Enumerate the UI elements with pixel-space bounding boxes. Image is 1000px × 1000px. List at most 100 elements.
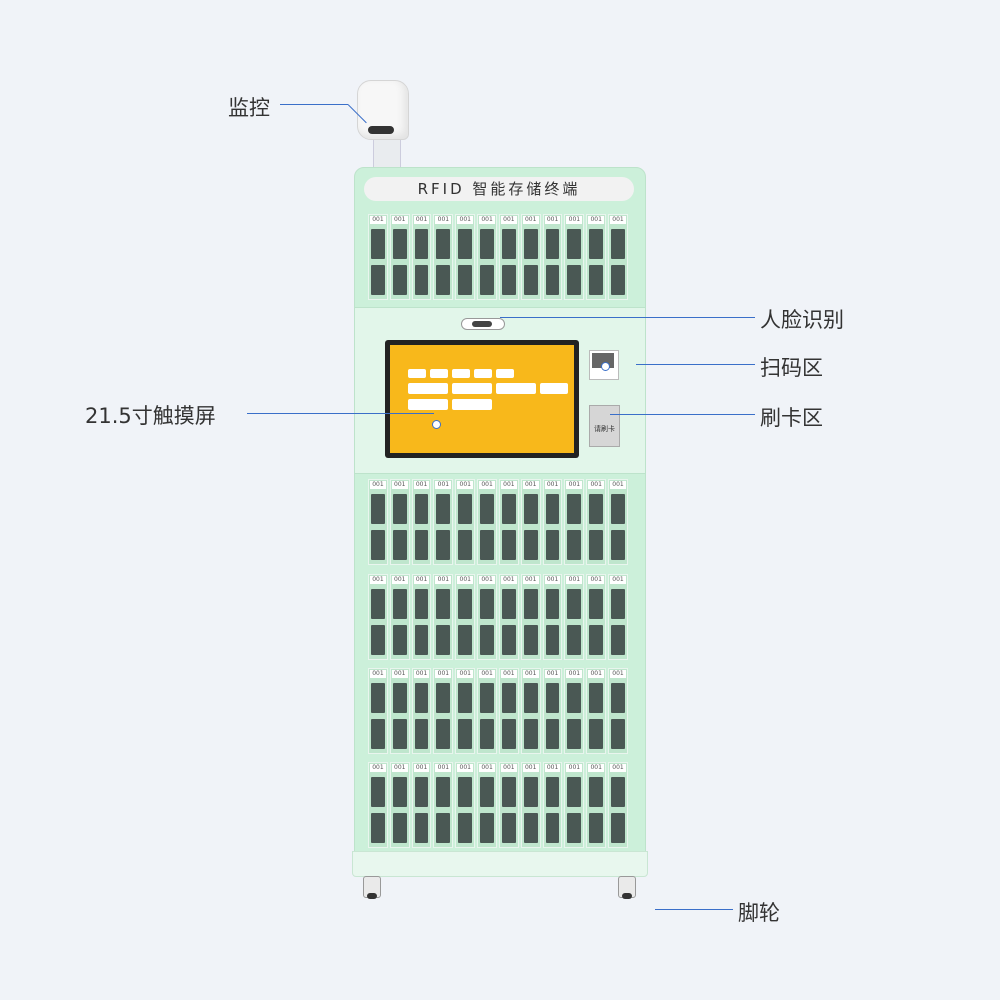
compartment[interactable]: 001: [368, 479, 388, 565]
screen-button[interactable]: [496, 383, 536, 394]
compartment[interactable]: 001: [455, 762, 476, 848]
compartment[interactable]: 001: [411, 762, 432, 848]
compartment[interactable]: 001: [564, 762, 585, 848]
compartment[interactable]: 001: [608, 479, 628, 565]
compartment[interactable]: 001: [433, 762, 454, 848]
compartment-tag: 001: [413, 576, 430, 584]
compartment-tag: 001: [522, 576, 539, 584]
compartment-tag: 001: [610, 216, 626, 224]
compartment[interactable]: 001: [389, 479, 410, 565]
compartment[interactable]: 001: [389, 574, 410, 660]
cabinet-title: RFID 智能存储终端: [364, 177, 634, 201]
compartment[interactable]: 001: [433, 668, 454, 754]
compartment[interactable]: 001: [498, 762, 519, 848]
compartment[interactable]: 001: [411, 214, 432, 300]
compartment-window: [567, 494, 582, 524]
compartment-window: [523, 530, 538, 560]
compartment[interactable]: 001: [498, 479, 519, 565]
screen-tab[interactable]: [474, 369, 492, 378]
screen-tab[interactable]: [408, 369, 426, 378]
compartment[interactable]: 001: [368, 214, 388, 300]
compartment-window: [392, 683, 407, 713]
screen-tab[interactable]: [430, 369, 448, 378]
compartment[interactable]: 001: [477, 479, 497, 565]
compartment-window: [436, 530, 451, 560]
screen-button[interactable]: [452, 383, 492, 394]
compartment[interactable]: 001: [498, 668, 519, 754]
leader-line: [280, 104, 348, 105]
compartment[interactable]: 001: [564, 668, 585, 754]
compartment-window: [414, 813, 429, 843]
compartment[interactable]: 001: [477, 668, 497, 754]
compartment[interactable]: 001: [498, 574, 519, 660]
compartment-tag: 001: [457, 576, 474, 584]
touch-screen[interactable]: [385, 340, 579, 458]
screen-button[interactable]: [540, 383, 568, 394]
compartment[interactable]: 001: [542, 479, 563, 565]
compartment[interactable]: 001: [520, 668, 541, 754]
compartment-window: [611, 265, 625, 295]
compartment[interactable]: 001: [498, 214, 519, 300]
compartment-window: [458, 530, 473, 560]
compartment[interactable]: 001: [608, 762, 628, 848]
compartment[interactable]: 001: [564, 214, 585, 300]
compartment[interactable]: 001: [389, 668, 410, 754]
compartment[interactable]: 001: [477, 214, 497, 300]
compartment-window: [589, 777, 604, 807]
compartment[interactable]: 001: [586, 214, 607, 300]
card-reader-icon[interactable]: 请刷卡: [589, 405, 620, 447]
compartment[interactable]: 001: [455, 479, 476, 565]
compartment[interactable]: 001: [520, 214, 541, 300]
compartment[interactable]: 001: [433, 574, 454, 660]
compartment-window: [480, 719, 494, 749]
compartment[interactable]: 001: [477, 574, 497, 660]
compartment-tag: 001: [522, 764, 539, 772]
compartment[interactable]: 001: [368, 668, 388, 754]
screen-tab[interactable]: [452, 369, 470, 378]
compartment-window: [480, 229, 494, 259]
compartment[interactable]: 001: [542, 214, 563, 300]
compartment-tag: 001: [566, 216, 583, 224]
screen-tab[interactable]: [496, 369, 514, 378]
compartment[interactable]: 001: [389, 214, 410, 300]
compartment[interactable]: 001: [542, 668, 563, 754]
screen-button[interactable]: [452, 399, 492, 410]
compartment-window: [589, 265, 604, 295]
compartment[interactable]: 001: [520, 479, 541, 565]
compartment[interactable]: 001: [433, 214, 454, 300]
compartment[interactable]: 001: [433, 479, 454, 565]
compartment[interactable]: 001: [411, 574, 432, 660]
compartment[interactable]: 001: [586, 479, 607, 565]
compartment-window: [611, 229, 625, 259]
compartment[interactable]: 001: [564, 479, 585, 565]
compartment[interactable]: 001: [455, 574, 476, 660]
compartment[interactable]: 001: [411, 668, 432, 754]
compartment[interactable]: 001: [455, 668, 476, 754]
screen-button[interactable]: [408, 383, 448, 394]
compartment[interactable]: 001: [455, 214, 476, 300]
compartment[interactable]: 001: [542, 762, 563, 848]
compartment[interactable]: 001: [608, 668, 628, 754]
compartment-tag: 001: [566, 481, 583, 489]
compartment[interactable]: 001: [477, 762, 497, 848]
compartment[interactable]: 001: [389, 762, 410, 848]
callout-dot: [432, 420, 441, 429]
compartment-window: [392, 229, 407, 259]
compartment-window: [501, 265, 516, 295]
compartment[interactable]: 001: [608, 214, 628, 300]
screen-button[interactable]: [408, 399, 448, 410]
compartment[interactable]: 001: [564, 574, 585, 660]
compartment[interactable]: 001: [586, 574, 607, 660]
compartment[interactable]: 001: [520, 574, 541, 660]
compartment[interactable]: 001: [542, 574, 563, 660]
compartment[interactable]: 001: [520, 762, 541, 848]
compartment[interactable]: 001: [368, 574, 388, 660]
compartment-window: [414, 530, 429, 560]
compartment[interactable]: 001: [608, 574, 628, 660]
compartment[interactable]: 001: [586, 762, 607, 848]
compartment[interactable]: 001: [586, 668, 607, 754]
compartment[interactable]: 001: [368, 762, 388, 848]
compartment[interactable]: 001: [411, 479, 432, 565]
compartment-tag: 001: [610, 670, 626, 678]
